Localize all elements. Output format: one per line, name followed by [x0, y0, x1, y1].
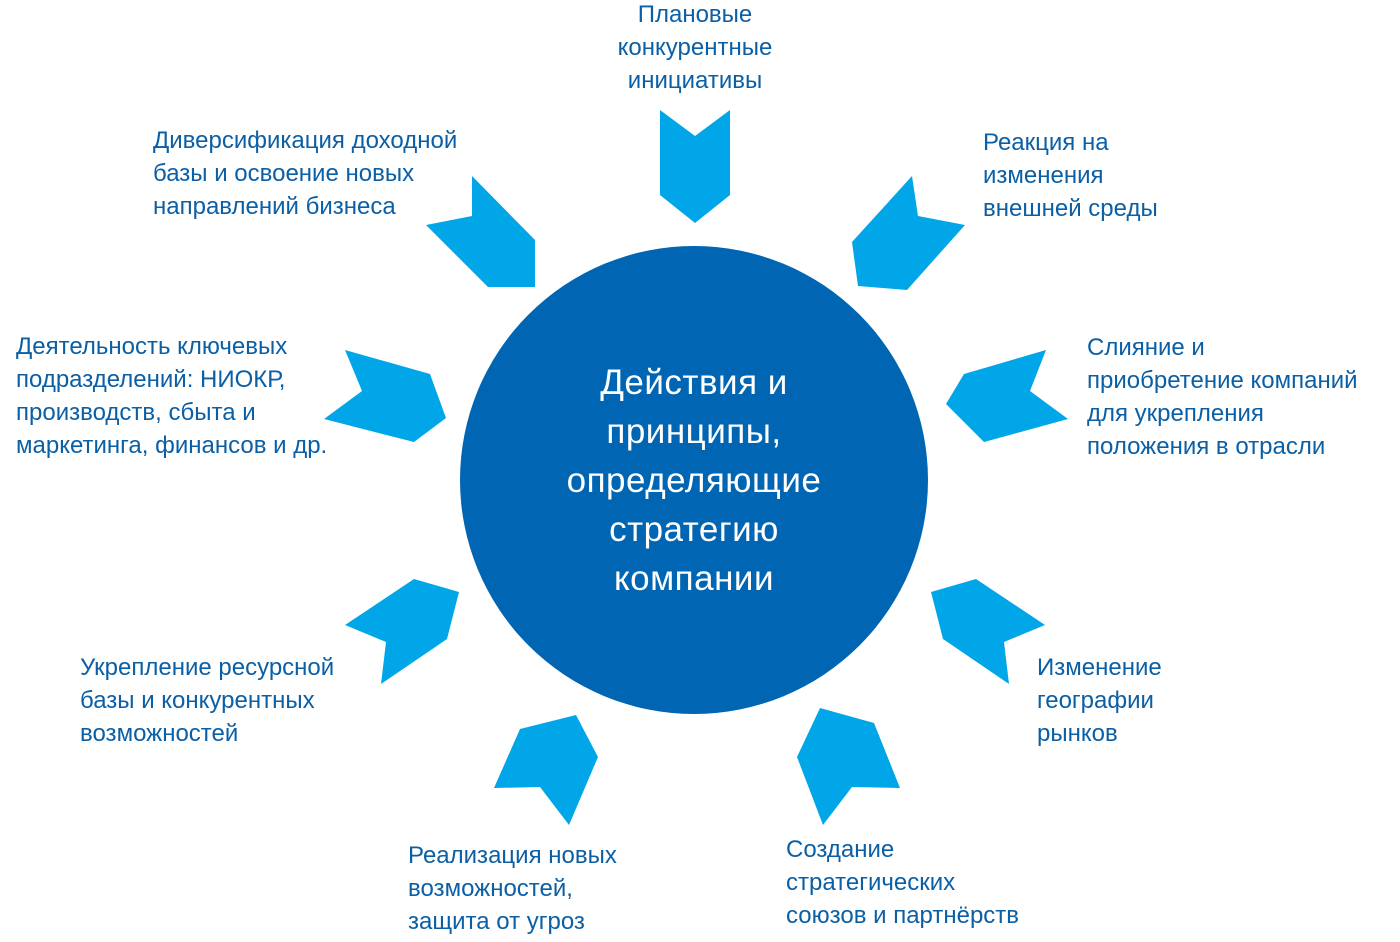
label-market-geography: Изменение географии рынков [1037, 654, 1162, 747]
label-key-departments: Деятельность ключевых подразделений: НИО… [16, 333, 328, 459]
arrow-right [946, 350, 1068, 442]
label-strategic-alliances: Создание стратегических союзов и партнёр… [786, 836, 1020, 929]
arrow-top [660, 110, 730, 223]
arrow-bottom-center-left [494, 715, 598, 825]
label-reaction-external-environment: Реакция на изменения внешней среды [983, 129, 1158, 222]
arrow-bottom-right [931, 579, 1045, 684]
label-resource-strengthening: Укрепление ресурсной базы и конкурентных… [80, 654, 335, 747]
arrow-left [324, 350, 446, 442]
center-title: Действия и принципы, определяющие страте… [566, 362, 822, 598]
label-planned-competitive-initiatives: Плановые конкурентные инициативы [617, 1, 773, 94]
arrow-top-right [852, 176, 965, 290]
label-mergers-acquisitions: Слияние и приобретение компаний для укре… [1087, 334, 1358, 460]
label-new-opportunities: Реализация новых возможностей, защита от… [408, 842, 617, 935]
label-diversification: Диверсификация доходной базы и освоение … [153, 127, 458, 220]
arrow-top-left [426, 176, 535, 287]
arrow-bottom-left [345, 579, 459, 684]
arrow-bottom-center-right [797, 708, 900, 825]
center-circle: Действия и принципы, определяющие страте… [460, 246, 928, 714]
